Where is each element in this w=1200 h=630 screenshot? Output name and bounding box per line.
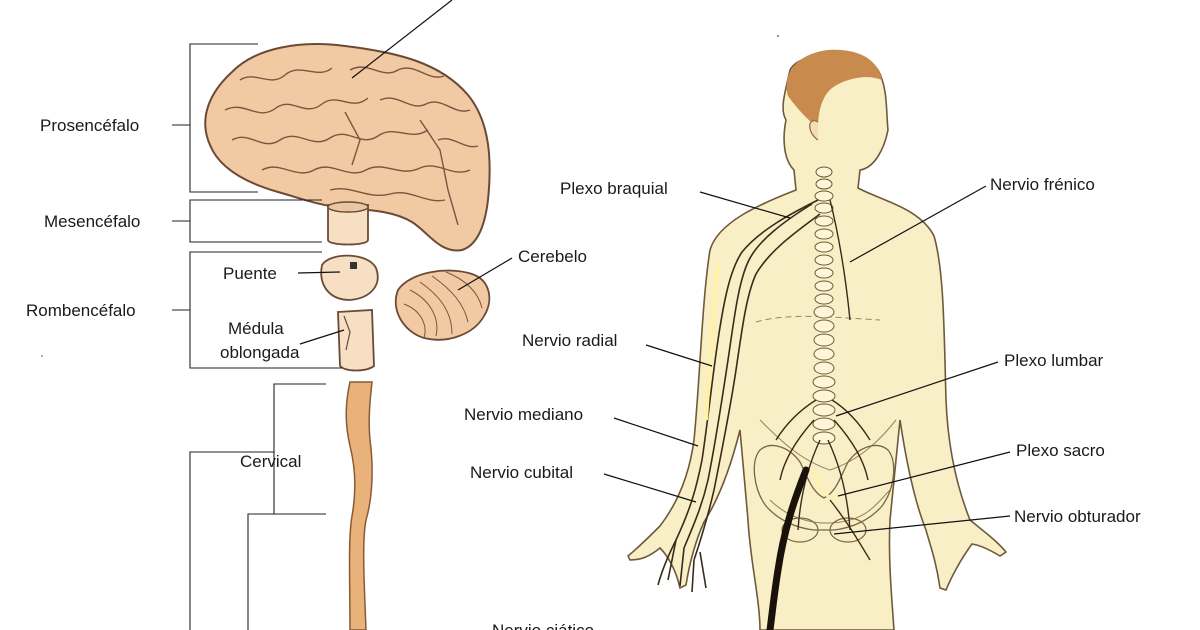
trunk-nerves	[775, 199, 871, 561]
arm-nerves	[657, 199, 821, 593]
label-plexo-braquial: Plexo braquial	[560, 179, 668, 198]
label-rombencefalo: Rombencéfalo	[26, 301, 136, 320]
cerebrum-shape	[204, 43, 491, 252]
midbrain-shape	[327, 204, 369, 246]
label-cerebelo: Cerebelo	[518, 247, 587, 266]
label-mesencefalo: Mesencéfalo	[44, 212, 140, 231]
cerebellum-shape	[394, 269, 491, 341]
left-labels: Prosencéfalo Mesencéfalo Rombencéfalo Pu…	[26, 116, 587, 471]
right-labels: Plexo braquial Nervio frénico Nervio rad…	[464, 175, 1141, 630]
label-medula-line2: oblongada	[220, 343, 300, 362]
sciatic-nerve	[766, 466, 810, 630]
pons-shape	[320, 254, 379, 301]
brackets	[172, 43, 342, 630]
left-leaders	[297, 0, 513, 345]
spinal-cord-shape	[345, 381, 373, 630]
brain-group	[204, 43, 491, 630]
label-nervio-ciatico: Nervio ciático	[492, 621, 594, 630]
hair	[786, 49, 882, 128]
label-prosencefalo: Prosencéfalo	[40, 116, 139, 135]
label-puente: Puente	[223, 264, 277, 283]
right-leaders	[603, 185, 1011, 535]
label-nervio-obturador: Nervio obturador	[1014, 507, 1141, 526]
medulla-shape	[337, 309, 375, 372]
label-plexo-sacro: Plexo sacro	[1016, 441, 1105, 460]
label-nervio-mediano: Nervio mediano	[464, 405, 583, 424]
label-nervio-radial: Nervio radial	[522, 331, 617, 350]
label-plexo-lumbar: Plexo lumbar	[1004, 351, 1104, 370]
vertebral-column	[812, 166, 836, 445]
body-figure	[627, 49, 1008, 630]
label-nervio-cubital: Nervio cubital	[470, 463, 573, 482]
label-cervical: Cervical	[240, 452, 301, 471]
label-nervio-frenico: Nervio frénico	[990, 175, 1095, 194]
label-medula-line1: Médula	[228, 319, 284, 338]
